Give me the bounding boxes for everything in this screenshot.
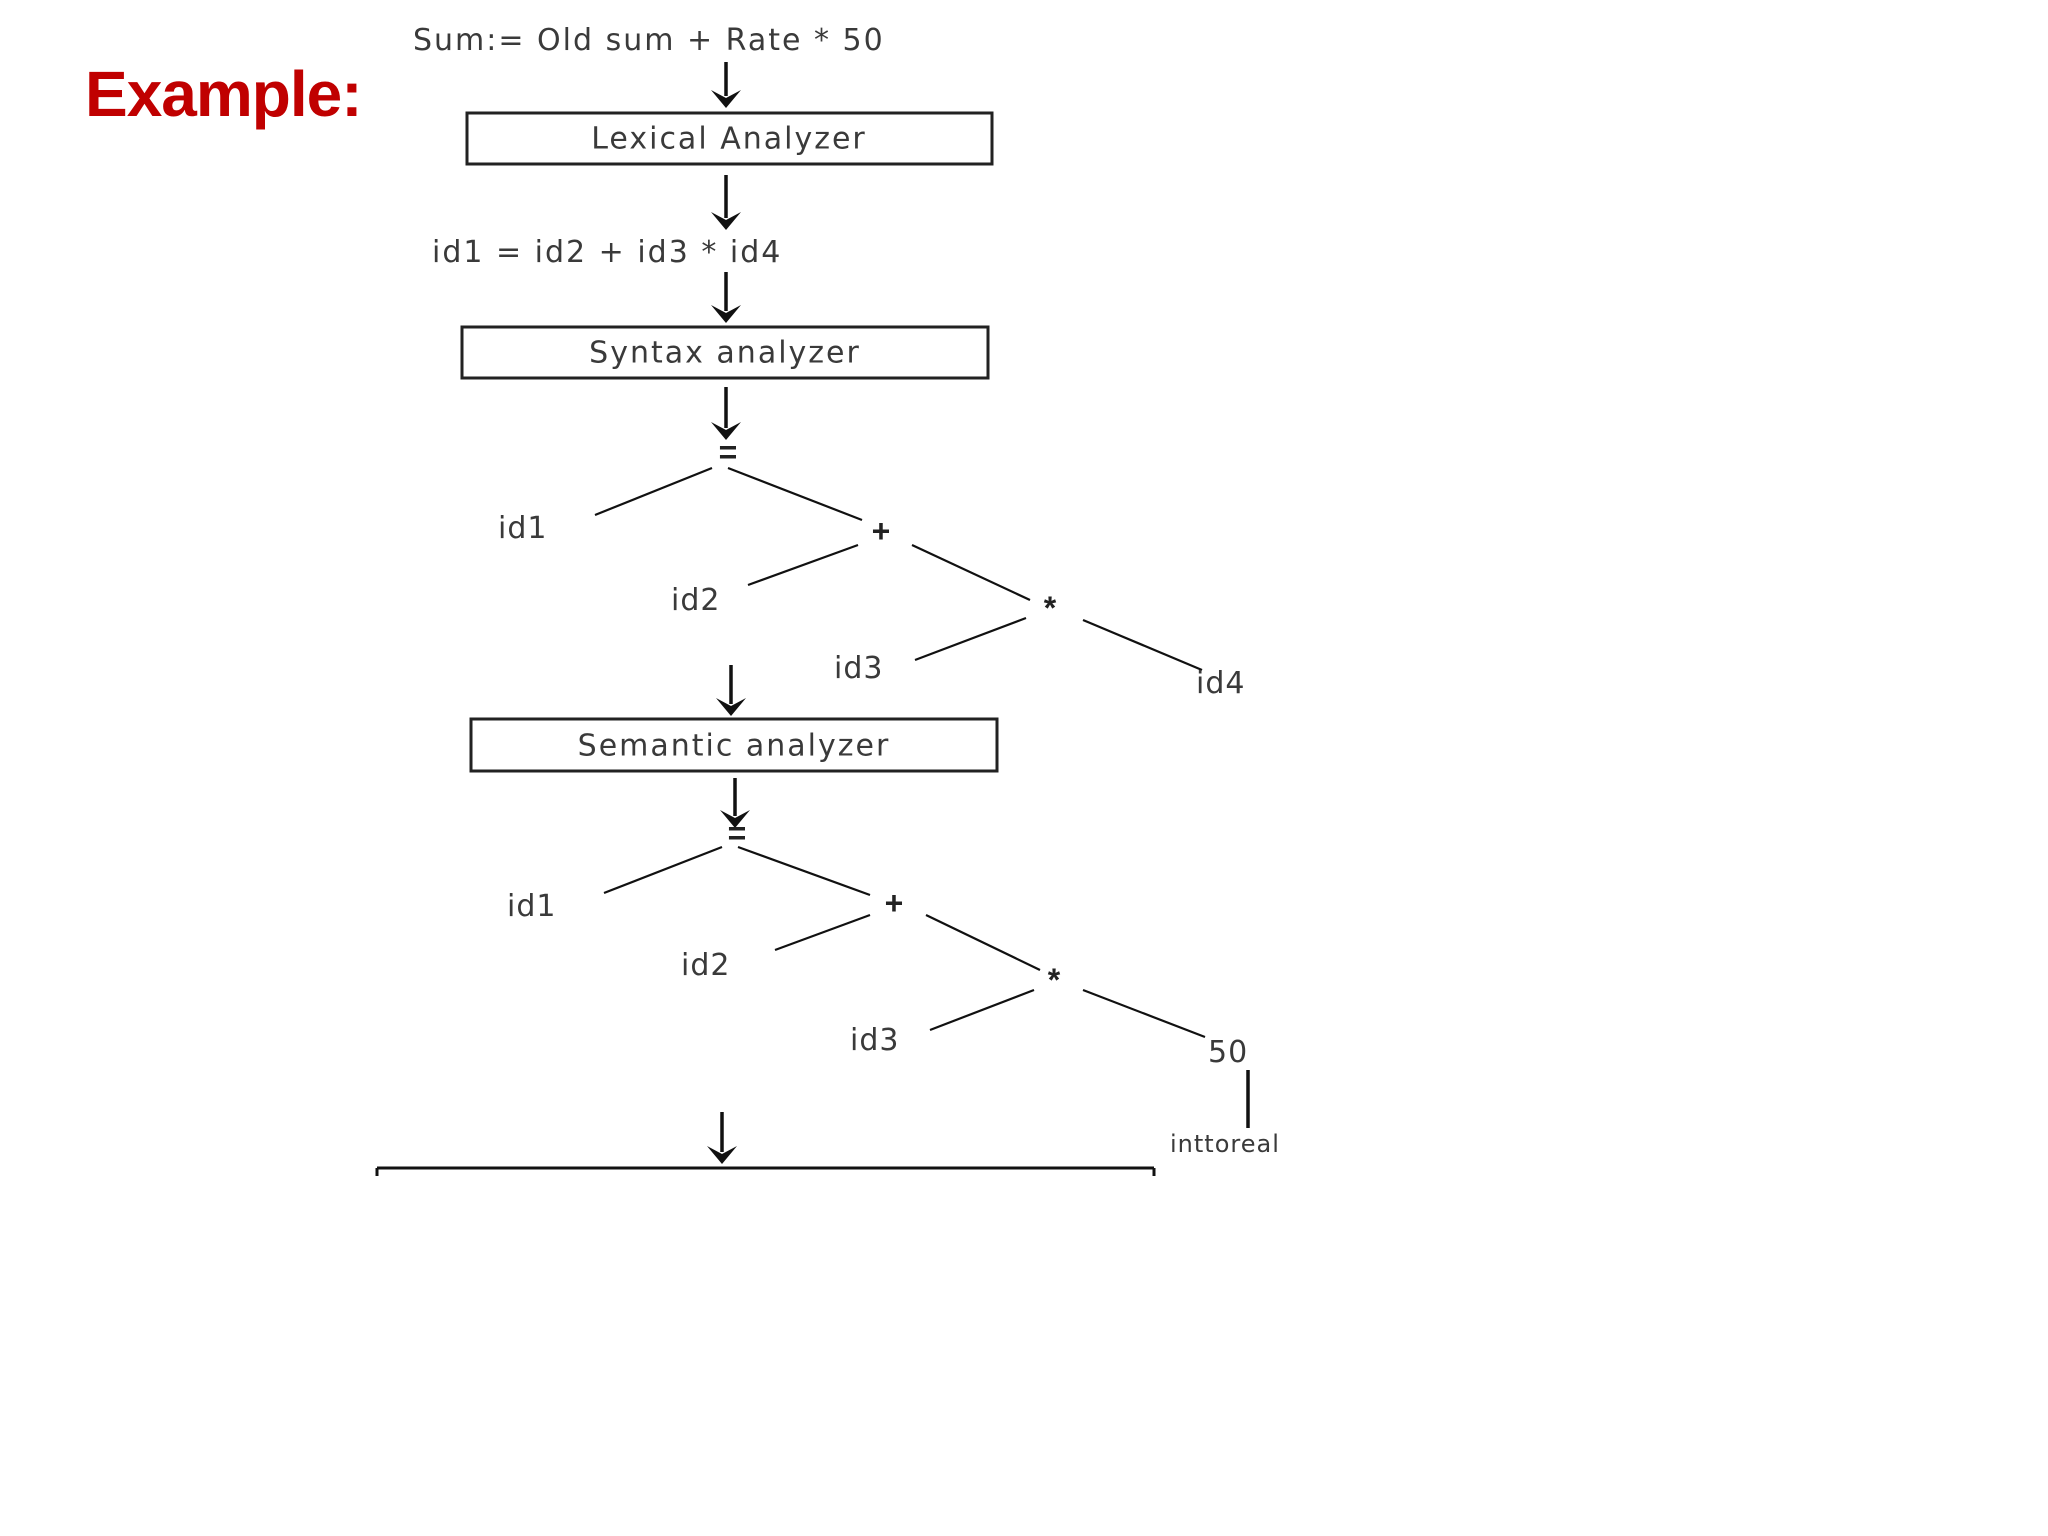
arrow-to-syntax-analyzer xyxy=(711,272,741,323)
semantic-edge-root-id1 xyxy=(603,845,723,895)
semantic-tree-id1: id1 xyxy=(507,889,556,924)
semantic-edge-times-const xyxy=(1082,988,1206,1039)
source-statement: Sum:= Old sum + Rate * 50 xyxy=(413,23,885,58)
syntax-edge-plus-times xyxy=(911,544,1031,601)
arrow-to-next-phase xyxy=(707,1112,737,1164)
syntax-tree: = id1 + id2 * id3 id4 xyxy=(498,434,1245,701)
token-stream: id1 = id2 + id3 * id4 xyxy=(432,235,782,270)
semantic-tree-id3: id3 xyxy=(850,1023,899,1058)
arrow-to-syntax-tree xyxy=(711,387,741,440)
semantic-tree-const-50: 50 xyxy=(1208,1035,1248,1070)
arrow-to-semantic-tree xyxy=(720,778,750,828)
semantic-tree-plus: + xyxy=(885,885,904,921)
syntax-edge-plus-id2 xyxy=(747,543,859,587)
syntax-tree-id2: id2 xyxy=(671,583,720,618)
arrow-to-token-stream xyxy=(711,175,741,230)
arrow-to-lexical-analyzer xyxy=(711,62,741,108)
arrow-to-semantic-analyzer xyxy=(716,665,746,716)
syntax-analyzer-label: Syntax analyzer xyxy=(589,336,861,371)
semantic-edge-times-id3 xyxy=(929,988,1035,1032)
semantic-tree: = id1 + id2 * id3 50 inttoreal xyxy=(507,815,1280,1158)
slide-title: Example: xyxy=(85,58,363,130)
syntax-edge-root-plus xyxy=(727,466,863,522)
syntax-tree-times: * xyxy=(1044,590,1057,626)
syntax-tree-plus: + xyxy=(872,513,891,549)
lexical-analyzer-label: Lexical Analyzer xyxy=(591,122,867,157)
semantic-tree-times: * xyxy=(1048,962,1061,998)
semantic-analyzer-label: Semantic analyzer xyxy=(578,729,891,764)
semantic-edge-plus-times xyxy=(925,914,1041,971)
syntax-analyzer-box: Syntax analyzer xyxy=(460,325,990,380)
syntax-tree-id1: id1 xyxy=(498,511,547,546)
syntax-tree-id4: id4 xyxy=(1196,666,1245,701)
syntax-tree-id3: id3 xyxy=(834,651,883,686)
semantic-edge-plus-id2 xyxy=(774,913,871,952)
semantic-tree-root: = xyxy=(728,815,747,851)
syntax-edge-times-id4 xyxy=(1082,618,1203,672)
lexical-analyzer-box: Lexical Analyzer xyxy=(465,111,994,166)
compiler-phases-diagram: Sum:= Old sum + Rate * 50 Lexical Analyz… xyxy=(375,23,1280,1176)
next-phase-box-partial xyxy=(375,1166,1156,1176)
syntax-edge-times-id3 xyxy=(914,616,1027,662)
semantic-edge-root-plus xyxy=(737,845,871,897)
semantic-analyzer-box: Semantic analyzer xyxy=(469,717,999,773)
syntax-tree-root: = xyxy=(719,434,738,470)
semantic-tree-inttoreal: inttoreal xyxy=(1170,1130,1280,1158)
syntax-edge-root-id1 xyxy=(594,466,713,517)
semantic-tree-id2: id2 xyxy=(681,948,730,983)
